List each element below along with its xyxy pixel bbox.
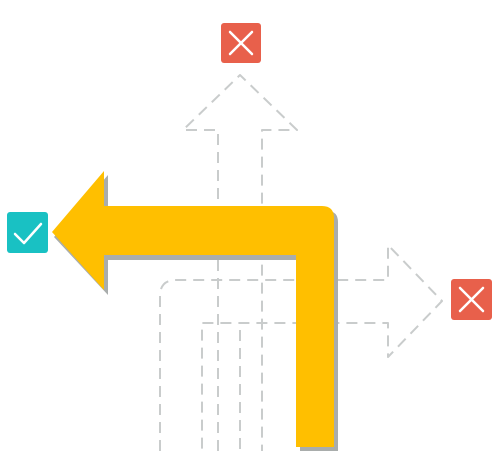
right-cross-badge [451, 279, 492, 320]
cross-icon [458, 286, 485, 313]
left-arrow [52, 171, 334, 447]
check-icon [13, 222, 43, 245]
up-arrow-outline [182, 74, 298, 451]
left-check-badge [7, 212, 48, 253]
top-cross-badge [221, 23, 261, 63]
right-arrow-outline [159, 244, 443, 451]
cross-icon [228, 30, 254, 56]
